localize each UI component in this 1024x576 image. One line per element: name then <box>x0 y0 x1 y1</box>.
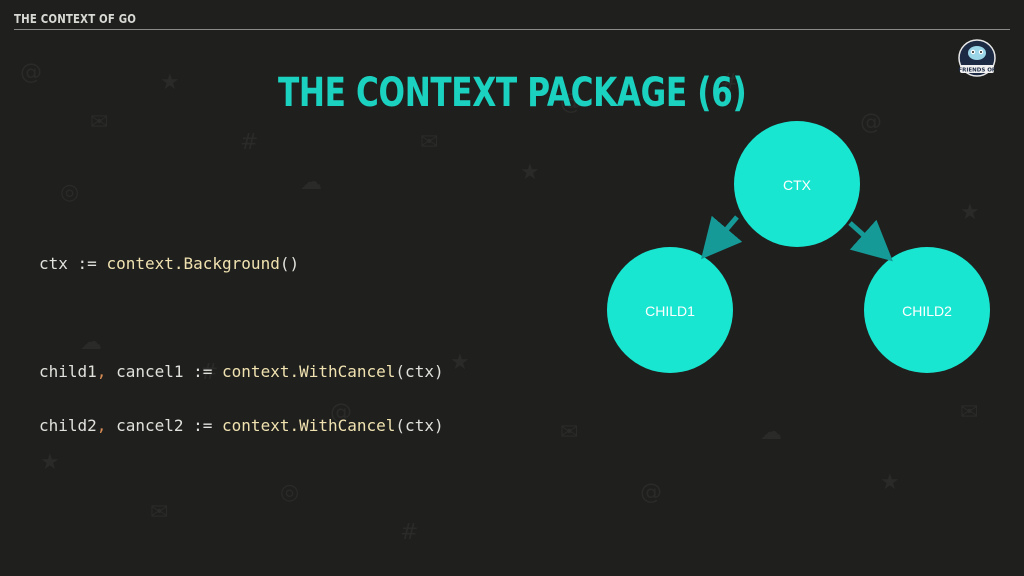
code-line-3: child2, cancel2 := context.WithCancel(ct… <box>39 417 444 435</box>
code-token-function: context.Background <box>106 254 280 273</box>
node-label-child2: CHILD2 <box>902 303 952 319</box>
gopher-badge-icon: FRIENDS OF <box>957 38 997 78</box>
code-token: () <box>279 254 300 273</box>
node-child1 <box>607 247 733 373</box>
code-token: (ctx) <box>395 416 444 435</box>
node-child2 <box>864 247 990 373</box>
code-token: (ctx) <box>395 362 444 381</box>
code-token-function: context.WithCancel <box>222 416 396 435</box>
node-ctx <box>734 121 860 247</box>
slide-title-text: THE CONTEXT PACKAGE (6) <box>277 70 747 116</box>
code-token-punct: , <box>96 416 107 435</box>
code-token-punct: , <box>96 362 107 381</box>
code-block: ctx := context.Background() child1, canc… <box>39 219 444 453</box>
code-line-2: child1, cancel1 := context.WithCancel(ct… <box>39 363 444 381</box>
code-token: child2 <box>39 416 97 435</box>
slide-title: THE CONTEXT PACKAGE (6) <box>0 70 1024 116</box>
code-line-blank <box>39 309 444 327</box>
arrow-ctx-child1 <box>701 215 743 260</box>
node-label-ctx: CTX <box>783 177 811 193</box>
code-token-function: context.WithCancel <box>222 362 396 381</box>
code-token: ctx := <box>39 254 107 273</box>
arrow-ctx-child2 <box>848 219 893 262</box>
code-line-1: ctx := context.Background() <box>39 255 444 273</box>
code-token: cancel2 := <box>106 416 223 435</box>
badge-label: FRIENDS OF <box>958 68 996 74</box>
header-bar: THE CONTEXT OF GO <box>14 10 1010 30</box>
header-title: THE CONTEXT OF GO <box>14 12 137 26</box>
context-tree-diagram: CTX CHILD1 CHILD2 <box>600 120 1000 380</box>
code-token: child1 <box>39 362 97 381</box>
node-label-child1: CHILD1 <box>645 303 695 319</box>
code-token: cancel1 := <box>106 362 223 381</box>
